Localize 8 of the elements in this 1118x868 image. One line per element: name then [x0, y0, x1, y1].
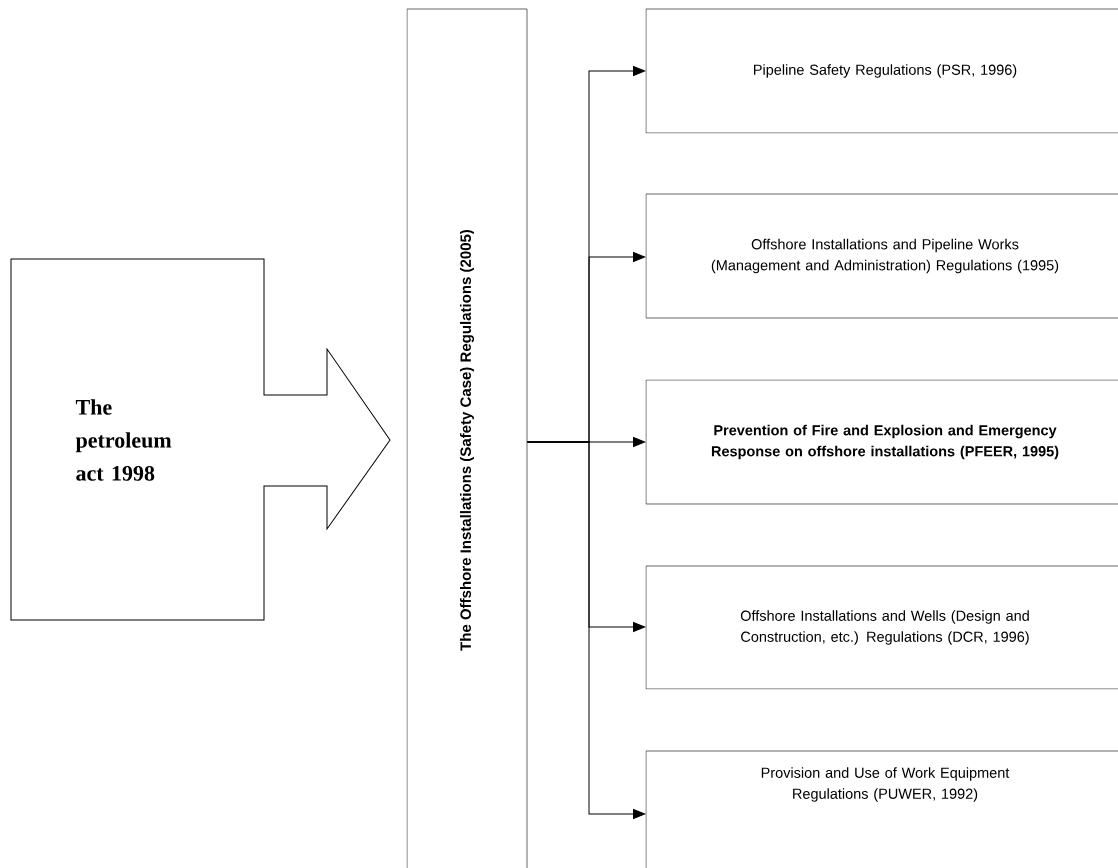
arrow [526, 441, 646, 819]
regulation-box: Offshore Installations and Wells (Design and Construction, etc.) Regulations (DCR, 1996) [645, 565, 1118, 690]
regulation-box: Offshore Installations and Pipeline Works (Management and Administration) Regulations (1995) [645, 193, 1118, 319]
regulation-box: Pipeline Safety Regulations (PSR, 1996) [645, 8, 1118, 134]
arrow-callout: The petroleum act 1998 [10, 258, 391, 621]
regulation-box: Provision and Use of Work Equipment Regulations (PUWER, 1992) [645, 750, 1118, 868]
regulation-box: The Offshore Installations (Safety Case) Regulations (2005) [406, 8, 528, 868]
regulation-box: Prevention of Fire and Explosion and Emergency Response on offshore installations (PFEER, 1995) [645, 379, 1118, 505]
